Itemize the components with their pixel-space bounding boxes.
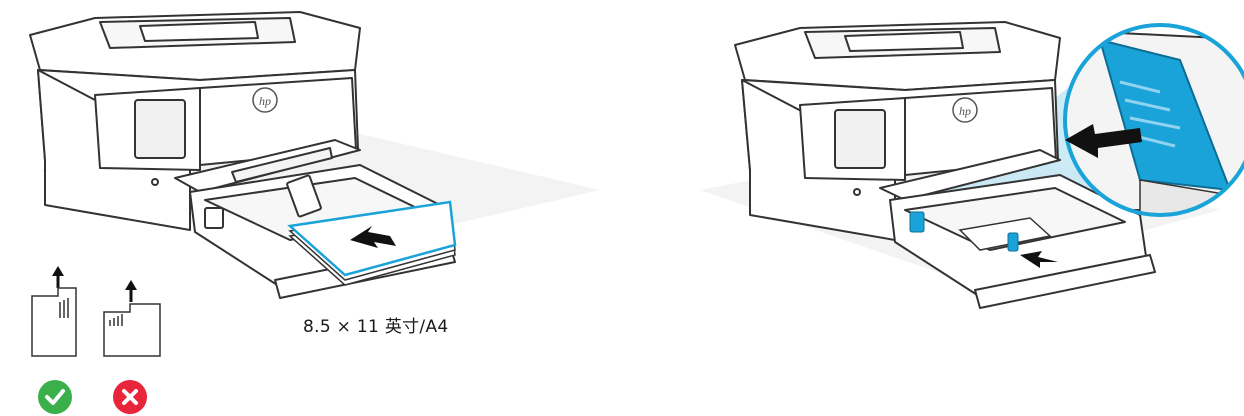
landscape-feed-orientation-icon (103, 280, 161, 357)
check-circle-icon (38, 380, 72, 414)
printer-guide-zoom-illustration: hp (700, 21, 1244, 309)
portrait-feed-orientation-icon (31, 266, 77, 357)
printer-body (734, 21, 1156, 309)
svg-text:hp: hp (259, 94, 271, 108)
hp-logo: hp (252, 87, 278, 113)
slide-arrow-icon (1065, 124, 1142, 158)
width-guide-icon (1007, 232, 1019, 252)
x-circle-icon (113, 380, 147, 414)
insert-arrow-icon (350, 226, 396, 248)
load-paper-illustration: hp 8.5 × 11 英寸/A4 (0, 0, 620, 416)
paper-size-label: 8.5 × 11 英寸/A4 (303, 317, 449, 337)
push-arrow-icon (1020, 251, 1058, 268)
adjust-guide-illustration: hp (620, 0, 1244, 416)
svg-text:hp: hp (959, 104, 971, 118)
hp-logo: hp (952, 97, 978, 123)
left-guide-icon (909, 211, 925, 233)
zoom-detail-circle (1063, 23, 1244, 217)
printer-with-paper-illustration: hp (29, 11, 600, 357)
